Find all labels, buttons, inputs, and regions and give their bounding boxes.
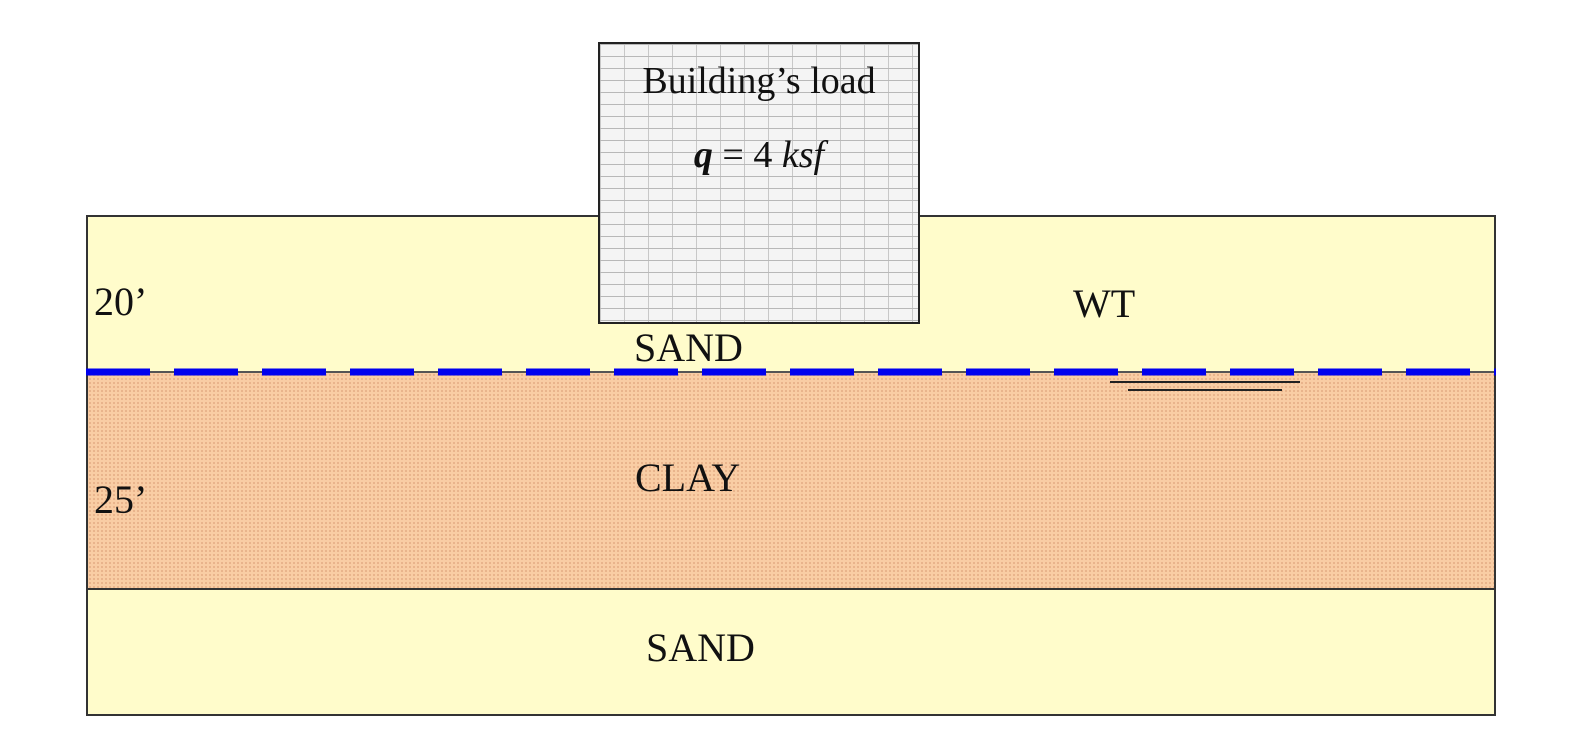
sand-top-thickness-label: 20’ [94,279,148,324]
sand-layer-bottom [86,590,1496,716]
load-unit: ksf [781,134,825,176]
building-load-block: Building’s load q = 4 ksf [598,42,920,324]
building-load-equation: q = 4 ksf [600,136,918,174]
clay-layer [86,371,1496,590]
water-table-line [86,368,1496,376]
water-table-symbol-icon [1110,381,1300,391]
load-value: = 4 [712,134,782,176]
clay-label: CLAY [635,455,741,500]
water-table-label: WT [1073,281,1136,326]
clay-thickness-label: 25’ [94,477,148,522]
load-symbol: q [693,134,713,176]
building-title: Building’s load [642,60,876,102]
sand-bottom-label: SAND [646,625,755,670]
sand-top-label: SAND [634,325,743,370]
